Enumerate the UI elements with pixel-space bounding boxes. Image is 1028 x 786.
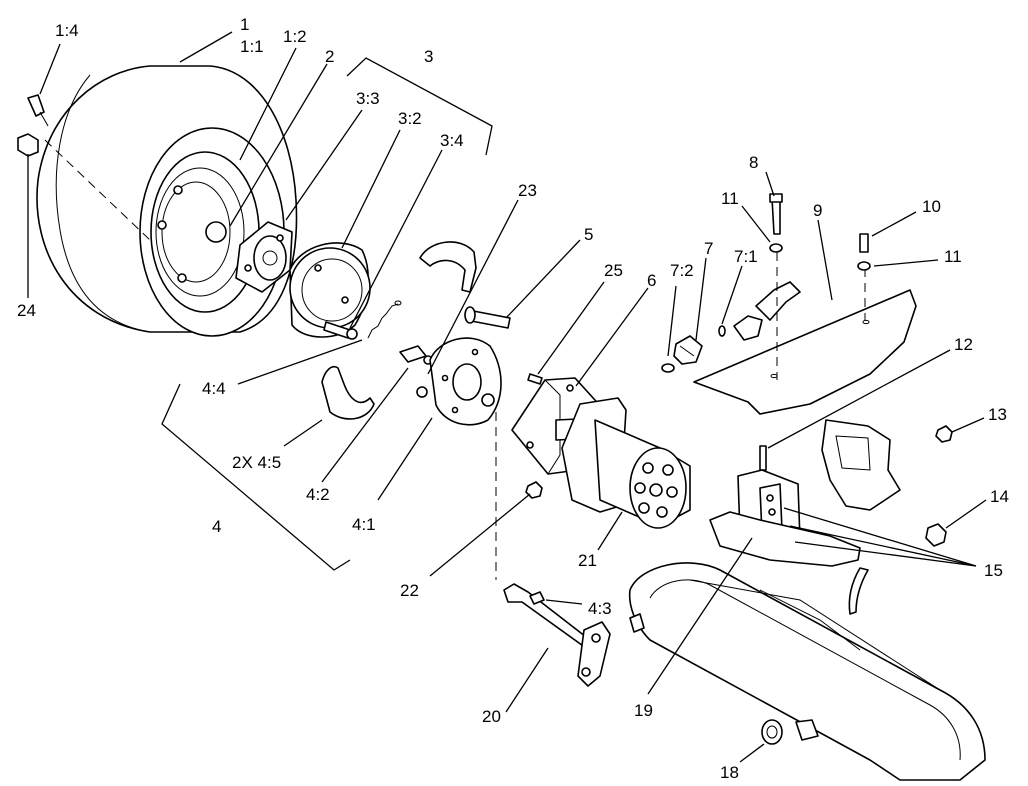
callout-13: 13 xyxy=(988,405,1007,424)
hydraulic-elbow-fitting xyxy=(673,335,703,365)
callout-8: 8 xyxy=(749,153,758,172)
o-ring-7-1 xyxy=(718,325,726,337)
lug-nut-24 xyxy=(17,133,39,157)
callout-7-2: 7:2 xyxy=(670,261,694,280)
bracket-assembly-3 xyxy=(346,57,493,156)
callout-11-left: 11 xyxy=(721,189,739,208)
callout-21: 21 xyxy=(578,551,597,570)
mower-frame xyxy=(628,419,986,781)
clip-4-3 xyxy=(529,591,545,605)
callout-9: 9 xyxy=(813,201,822,220)
callout-4: 4 xyxy=(212,517,221,536)
callout-14: 14 xyxy=(990,487,1009,506)
callout-15: 15 xyxy=(984,561,1003,580)
callout-labels: 1 1:1 1:2 1:4 2 3 3:3 3:2 3:4 23 5 25 6 … xyxy=(17,15,1009,782)
callout-4-3: 4:3 xyxy=(588,599,612,618)
brake-spring xyxy=(367,300,402,339)
nut-13 xyxy=(935,425,953,443)
callout-3: 3 xyxy=(424,47,433,66)
callout-1: 1 xyxy=(240,15,249,34)
hydraulic-motor xyxy=(561,397,691,529)
callout-22: 22 xyxy=(400,581,419,600)
callout-1-2: 1:2 xyxy=(283,27,307,46)
callout-1-1: 1:1 xyxy=(240,37,264,56)
callout-7-1: 7:1 xyxy=(734,247,758,266)
callout-23: 23 xyxy=(518,181,537,200)
callout-3-2: 3:2 xyxy=(398,109,422,128)
callout-4-1: 4:1 xyxy=(352,515,376,534)
bushing-18 xyxy=(761,719,819,745)
callout-12: 12 xyxy=(954,335,973,354)
callout-2: 2 xyxy=(325,47,334,66)
brake-shoe-lower xyxy=(321,366,375,420)
wheel-tire-assembly xyxy=(36,65,298,337)
hub xyxy=(235,221,293,293)
shaft-key xyxy=(527,373,543,385)
callout-7: 7 xyxy=(704,239,713,258)
callout-24: 24 xyxy=(17,301,36,320)
valve-stem xyxy=(27,94,49,127)
small-bolt xyxy=(416,386,428,398)
callout-2x-4-5: 2X 4:5 xyxy=(232,453,281,472)
wheel-stud xyxy=(323,321,358,340)
callout-20: 20 xyxy=(482,707,501,726)
callout-4-2: 4:2 xyxy=(306,485,330,504)
washer-11-left xyxy=(769,243,783,253)
brake-adjuster xyxy=(399,345,433,365)
motor-cover xyxy=(693,289,917,415)
callout-25: 25 xyxy=(604,261,623,280)
brake-lever xyxy=(495,412,611,687)
brake-shoe-upper xyxy=(419,241,477,293)
callout-1-4: 1:4 xyxy=(55,21,79,40)
callout-3-3: 3:3 xyxy=(356,89,380,108)
leader-lines xyxy=(27,31,987,763)
o-ring-7-2 xyxy=(661,363,675,373)
callout-18: 18 xyxy=(720,763,739,782)
hydraulic-hose xyxy=(733,281,801,341)
callout-19: 19 xyxy=(634,701,653,720)
backing-plate xyxy=(429,337,502,426)
callout-4-4: 4:4 xyxy=(202,379,226,398)
callout-3-4: 3:4 xyxy=(440,131,464,150)
callout-11-right: 11 xyxy=(944,247,962,266)
washer-11-right xyxy=(857,261,871,271)
bracket-assembly-4 xyxy=(161,383,351,571)
bolt-10 xyxy=(859,233,869,320)
bolt-8 xyxy=(769,193,783,380)
mounting-bolt xyxy=(464,306,511,329)
nut-14 xyxy=(925,523,947,547)
callout-5: 5 xyxy=(584,225,593,244)
callout-6: 6 xyxy=(647,271,656,290)
callout-10: 10 xyxy=(922,197,941,216)
